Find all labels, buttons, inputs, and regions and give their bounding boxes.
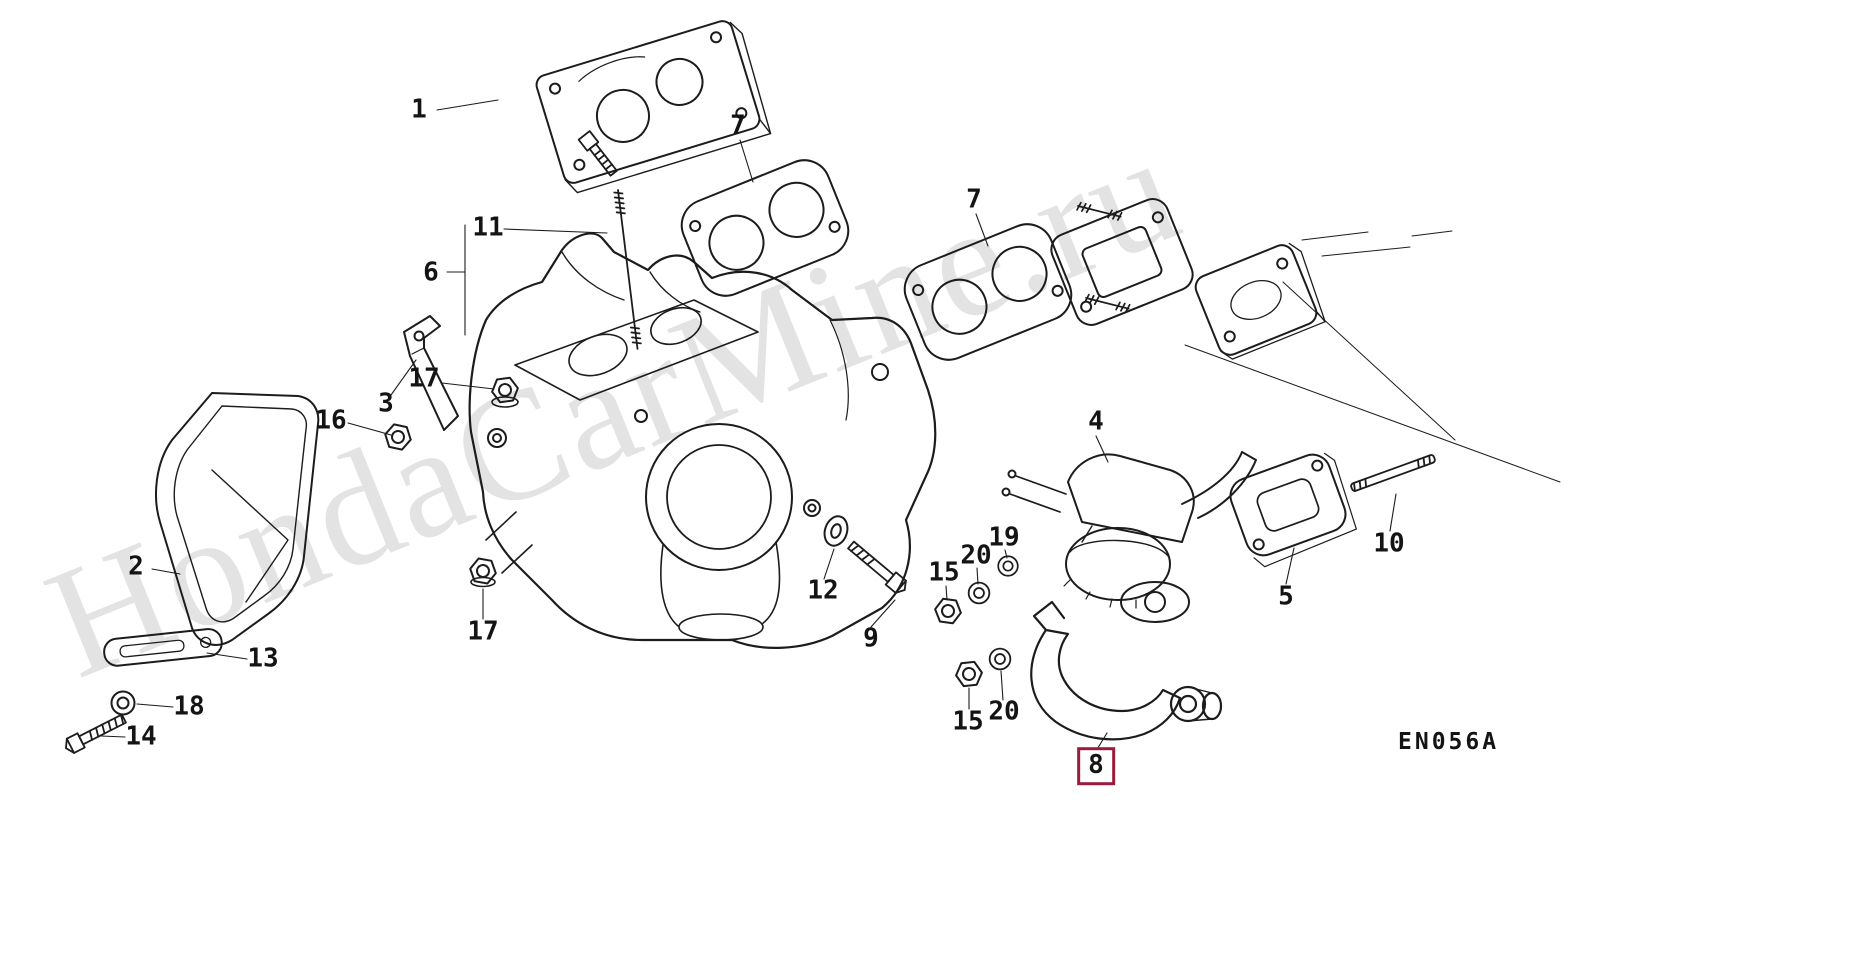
part-callout-20: 20 (960, 540, 992, 571)
part-callout-17: 17 (467, 616, 499, 647)
part-callout-5: 5 (1278, 581, 1294, 612)
part-callout-18: 18 (173, 691, 205, 722)
part-callout-15: 15 (928, 557, 960, 588)
part-callout-20: 20 (988, 696, 1020, 727)
part-13-stay-drawing (103, 628, 223, 667)
part-1-spacer-drawing (535, 20, 772, 194)
part-callout-14: 14 (125, 721, 157, 752)
part-14-bolt-drawing (65, 713, 127, 754)
port-gasket-drawing (1050, 198, 1194, 326)
part-9-bolt-drawing (847, 540, 907, 594)
part-12-washer-drawing (823, 515, 849, 547)
part-11-stud-drawing (577, 130, 642, 350)
manifold-body-drawing (468, 232, 937, 649)
reference-lines (1184, 230, 1561, 483)
part-callout-12: 12 (807, 575, 839, 606)
part-callout-17: 17 (408, 363, 440, 394)
part-5-insulator-drawing (1229, 452, 1357, 568)
part-callout-15: 15 (952, 706, 984, 737)
part-callout-3: 3 (378, 388, 394, 419)
part-callout-10: 10 (1373, 528, 1405, 559)
diagram-code: EN056A (1398, 729, 1500, 755)
part-17-nut-upper-drawing (489, 375, 521, 408)
part-8-clamp-bracket-drawing (1030, 600, 1223, 741)
part-callout-4: 4 (1088, 406, 1104, 437)
part-10-stud-drawing (1350, 454, 1436, 493)
part-callout-16: 16 (315, 405, 347, 436)
part-callout-13: 13 (247, 643, 279, 674)
part-17-nut-lower-drawing (467, 556, 499, 588)
part-callout-1: 1 (411, 94, 427, 125)
part-2-cover-drawing (155, 392, 320, 646)
part-callout-7: 7 (966, 184, 982, 215)
part-callout-7: 7 (730, 110, 746, 141)
part-callout-6: 6 (423, 257, 439, 288)
part-callout-9: 9 (863, 623, 879, 654)
part-callout-8[interactable]: 8 (1077, 747, 1115, 785)
part-callout-19: 19 (988, 522, 1020, 553)
part-callout-2: 2 (128, 551, 144, 582)
part-4-fuel-pump-drawing (1001, 451, 1257, 623)
part-3-bracket-drawing (403, 315, 459, 431)
callout-leader-lines (100, 99, 1397, 752)
part-callout-11: 11 (472, 212, 504, 243)
